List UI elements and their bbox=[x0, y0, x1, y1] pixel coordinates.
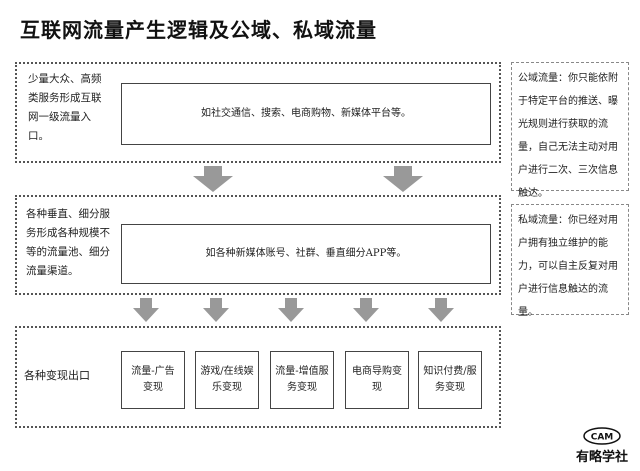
page-title: 互联网流量产生逻辑及公域、私域流量 bbox=[20, 18, 377, 42]
down-arrow-icon bbox=[428, 298, 454, 322]
public-traffic-note: 公域流量：你只能依附于特定平台的推送、曝光规则进行获取的流量，自己无法主动对用户… bbox=[511, 62, 629, 199]
brand-logo: CAM 有略学社 bbox=[576, 427, 628, 465]
cam-badge-text: CAM bbox=[591, 433, 614, 443]
monetization-box-game-text: 游戏/在线娱乐变现 bbox=[200, 366, 254, 393]
monetization-box-knowledge-text: 知识付费/服务变现 bbox=[423, 366, 477, 393]
private-traffic-note: 私域流量：你已经对用户拥有独立维护的能力，可以自主反复对用户进行信息触达的流量。 bbox=[511, 204, 629, 318]
bottom-section bbox=[15, 326, 501, 428]
middle-section-box: 如各种新媒体账号、社群、垂直细分APP等。 bbox=[121, 224, 491, 284]
down-arrow-icon bbox=[193, 166, 233, 192]
down-arrow-icon bbox=[383, 166, 423, 192]
monetization-box-ecommerce: 电商导购变现 bbox=[345, 351, 409, 409]
monetization-box-vas: 流量-增值服务变现 bbox=[270, 351, 334, 409]
top-section-box-text: 如社交通信、搜索、电商购物、新媒体平台等。 bbox=[201, 108, 411, 119]
top-section bbox=[15, 62, 501, 163]
cam-badge-icon: CAM bbox=[583, 427, 621, 445]
monetization-box-ad-text: 流量-广告变现 bbox=[131, 366, 175, 393]
middle-section-box-text: 如各种新媒体账号、社群、垂直细分APP等。 bbox=[205, 248, 407, 259]
private-traffic-note-text: 私域流量：你已经对用户拥有独立维护的能力，可以自主反复对用户进行信息触达的流量。 bbox=[518, 215, 618, 318]
top-section-box: 如社交通信、搜索、电商购物、新媒体平台等。 bbox=[121, 83, 491, 145]
monetization-box-vas-text: 流量-增值服务变现 bbox=[275, 366, 329, 393]
logo-text: 有略学社 bbox=[575, 450, 628, 465]
public-traffic-note-text: 公域流量：你只能依附于特定平台的推送、曝光规则进行获取的流量，自己无法主动对用户… bbox=[518, 73, 618, 199]
middle-section-label: 各种垂直、细分服务形成各种规模不等的流量池、细分流量渠道。 bbox=[26, 208, 110, 277]
monetization-box-knowledge: 知识付费/服务变现 bbox=[418, 351, 482, 409]
monetization-box-ecommerce-text: 电商导购变现 bbox=[352, 366, 402, 393]
down-arrow-icon bbox=[133, 298, 159, 322]
bottom-section-label: 各种变现出口 bbox=[24, 369, 90, 382]
monetization-box-ad: 流量-广告变现 bbox=[121, 351, 185, 409]
monetization-box-game: 游戏/在线娱乐变现 bbox=[195, 351, 259, 409]
down-arrow-icon bbox=[353, 298, 379, 322]
down-arrow-icon bbox=[278, 298, 304, 322]
top-section-label: 少量大众、高频类服务形成互联网一级流量入口。 bbox=[28, 73, 102, 142]
down-arrow-icon bbox=[203, 298, 229, 322]
middle-section bbox=[15, 195, 501, 295]
